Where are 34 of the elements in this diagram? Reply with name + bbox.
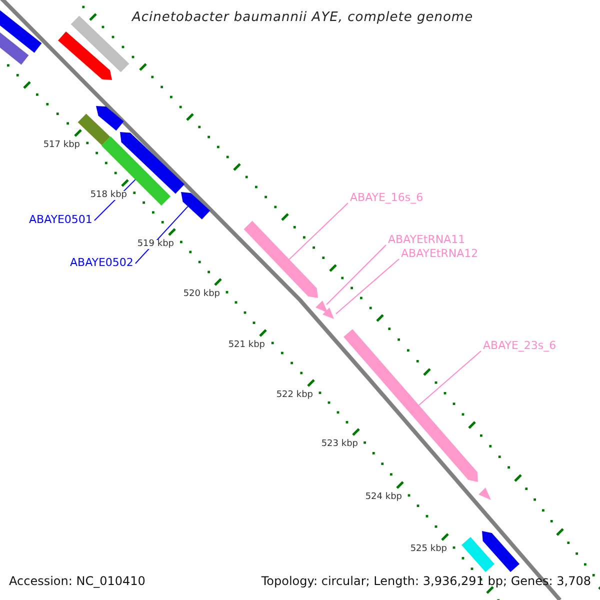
scale-label: 524 kbp xyxy=(365,493,402,502)
scale-label: 521 kbp xyxy=(228,341,265,350)
scale-label: 518 kbp xyxy=(90,191,127,200)
gene-label: ABAYE0501 xyxy=(29,214,92,225)
scale-label: 522 kbp xyxy=(276,391,313,400)
title: Acinetobacter baumannii AYE, complete genome xyxy=(132,11,474,24)
gene-label: ABAYE_16s_6 xyxy=(350,192,424,203)
scale-label: 523 kbp xyxy=(321,440,358,449)
scale-label: 520 kbp xyxy=(183,290,220,299)
gene-bar xyxy=(462,537,494,572)
gene-label: ABAYEtRNA11 xyxy=(388,234,466,245)
scale-label: 517 kbp xyxy=(43,141,80,150)
gene-bar xyxy=(322,308,334,319)
genome-summary: Topology: circular; Length: 3,936,291 bp; Genes: 3,708 xyxy=(261,575,591,587)
leader-line xyxy=(418,350,482,406)
leader-line xyxy=(326,244,386,305)
leader-line xyxy=(288,202,348,260)
gene-bar xyxy=(181,192,210,220)
gene-bar xyxy=(78,114,110,146)
scale-label: 525 kbp xyxy=(410,545,447,554)
gene-bar xyxy=(316,300,328,313)
gene-bar xyxy=(244,220,318,298)
scale-label: 519 kbp xyxy=(137,240,174,249)
gene-bar xyxy=(344,329,478,482)
gene-label: ABAYEtRNA12 xyxy=(401,248,478,259)
accession-text: Accession: NC_010410 xyxy=(9,575,146,587)
gene-label: ABAYE0502 xyxy=(70,257,134,268)
gene-bar xyxy=(58,32,112,80)
leader-line xyxy=(335,258,400,314)
gene-label: ABAYE_23s_6 xyxy=(483,340,556,351)
gene-bar xyxy=(70,16,130,72)
gene-bar xyxy=(96,106,124,131)
gene-bar xyxy=(478,488,491,500)
gene-bar xyxy=(482,531,520,572)
